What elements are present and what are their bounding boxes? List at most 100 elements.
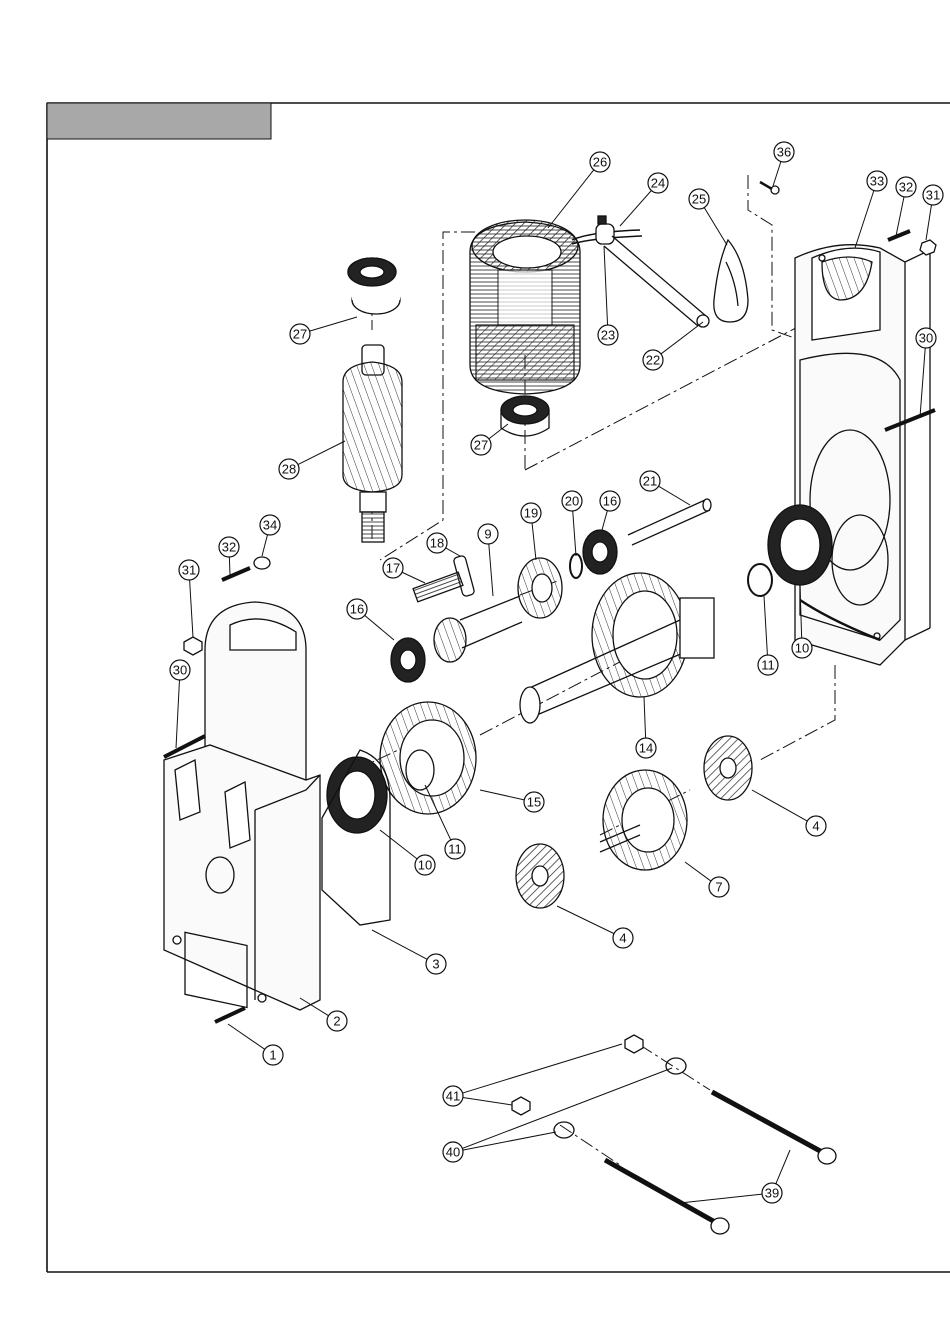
callout-leader [685,862,711,881]
callout-c31b: 31 [179,560,199,637]
callout-leader [620,190,651,226]
bearing-27-top [348,258,400,314]
callout-number: 3 [432,957,439,972]
callout-leader [463,1132,556,1150]
stator-coil [470,220,642,394]
callout-c30a: 30 [916,328,936,417]
callout-number: 32 [222,540,236,555]
callout-c16a: 16 [600,491,620,530]
pinion-shaft-9 [434,596,522,662]
armature [343,345,402,542]
nut-41-lower [512,1097,530,1115]
callout-leader [602,511,607,530]
callout-c4b: 4 [557,906,633,948]
callout-number: 10 [418,858,432,873]
callout-leader [228,1024,265,1049]
callout-leader [644,697,646,738]
callout-c24: 24 [620,173,668,226]
callout-leader [262,535,268,556]
nut-31-left [184,637,202,655]
callout-leader [926,205,931,240]
callout-leader [310,317,357,331]
callout-c28: 28 [279,441,345,479]
callout-c23: 23 [598,246,618,345]
callout-c36: 36 [773,142,794,186]
bolt-39-lower [605,1160,729,1234]
callout-leader [480,790,524,800]
callout-number: 15 [527,795,541,810]
nut-41-upper [625,1035,643,1053]
callout-c15: 15 [480,790,544,812]
callout-c14: 14 [636,697,656,758]
callout-number: 22 [646,353,660,368]
callout-leader [557,906,614,934]
callout-c22: 22 [643,322,703,370]
gear-15 [380,702,476,814]
callout-leader [764,596,767,655]
callout-number: 27 [293,327,307,342]
bearing-10-right [768,505,832,585]
nut-31-right [920,240,936,255]
callout-c40: 40 [443,1068,672,1162]
callout-c7: 7 [685,862,729,897]
callout-c25: 25 [689,189,727,245]
callout-c1: 1 [228,1024,283,1065]
callout-number: 7 [715,880,722,895]
circlip-11-right [748,564,772,596]
callout-leader [548,170,594,228]
screw-1 [215,1008,245,1022]
gear-19 [518,558,562,618]
callout-c11a: 11 [758,596,778,675]
callout-leader [659,486,690,505]
callout-number: 4 [812,819,819,834]
callout-number: 26 [593,155,607,170]
callout-c10b: 10 [380,830,435,875]
callout-c2: 2 [300,998,347,1031]
callout-c34: 34 [260,515,280,556]
ring-20 [570,554,582,578]
callout-leader [661,322,703,354]
callout-number: 11 [761,658,775,673]
callout-number: 25 [692,192,706,207]
callout-number: 18 [430,536,444,551]
callout-number: 30 [919,331,933,346]
callout-leader [752,790,807,821]
callout-c4a: 4 [752,790,826,836]
callout-leader [446,548,460,556]
callout-number: 28 [282,462,296,477]
callout-leader [704,208,727,245]
callout-c33: 33 [855,171,887,248]
bearing-4-upper [704,736,752,800]
bearing-10-left [327,757,387,833]
callout-number: 20 [565,494,579,509]
callout-leader [680,1194,762,1203]
callout-c18: 18 [427,533,460,556]
callout-number: 14 [639,741,653,756]
callout-leader [298,441,345,465]
bearing-4-lower [516,844,564,908]
spring-17 [413,572,463,602]
callout-number: 34 [263,518,277,533]
screw-36 [760,182,779,194]
fan-shield [714,240,748,322]
callout-c19: 19 [521,503,541,560]
callout-number: 1 [269,1048,276,1063]
callout-leader [463,1098,512,1105]
callout-leader [462,1068,672,1148]
screw-32-left [222,568,250,580]
callout-c30b: 30 [170,660,190,748]
callout-leader [380,830,417,859]
callout-leader [896,197,904,236]
callout-c39: 39 [680,1150,790,1203]
shaft-21 [628,499,711,545]
callout-c16b: 16 [347,599,394,640]
callout-leader [402,572,425,583]
bearing-16-upper [583,530,617,574]
brush-holder [596,216,709,327]
callout-c21: 21 [640,471,690,505]
callout-c27b: 27 [471,424,508,455]
callout-number: 2 [333,1014,340,1029]
callout-number: 32 [899,180,913,195]
header-tab [47,103,271,139]
callout-number: 31 [182,563,196,578]
